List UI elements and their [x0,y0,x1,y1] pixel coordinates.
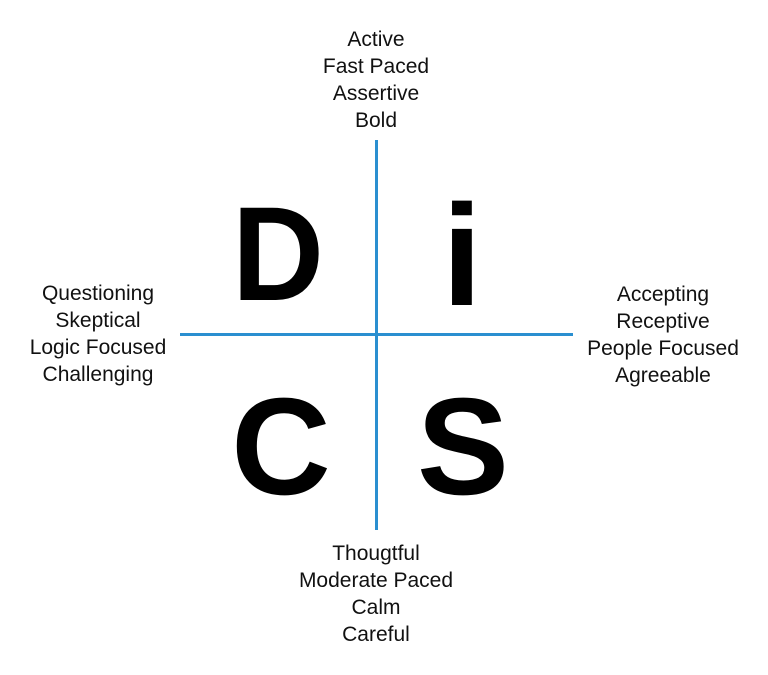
left-label-3: Logic Focused [29,336,167,359]
bottom-label-4: Careful [342,623,410,646]
bottom-label-3: Calm [351,596,401,619]
top-label-1: Active [347,28,405,51]
left-label-1: Questioning [41,282,155,305]
horizontal-axis [180,333,573,336]
quadrant-letter-d: D [232,180,324,329]
left-label-2: Skeptical [55,309,141,332]
top-label-2: Fast Paced [322,55,430,78]
right-label-1: Accepting [616,283,710,306]
left-axis-labels: Questioning Skeptical Logic Focused Chal… [10,280,186,388]
top-axis-labels: Active Fast Paced Assertive Bold [276,26,476,134]
quadrant-letter-s: S [416,370,510,524]
top-label-3: Assertive [332,82,420,105]
left-label-4: Challenging [42,363,154,386]
quadrant-letter-i: i [441,175,482,336]
top-label-4: Bold [354,109,398,132]
quadrant-letter-c: C [231,370,331,524]
right-label-4: Agreeable [615,364,711,387]
bottom-label-2: Moderate Paced [298,569,454,592]
bottom-axis-labels: Thougtful Moderate Paced Calm Careful [265,540,487,648]
right-axis-labels: Accepting Receptive People Focused Agree… [573,281,753,389]
right-label-3: People Focused [587,337,739,360]
right-label-2: Receptive [616,310,710,333]
bottom-label-1: Thougtful [332,542,420,565]
